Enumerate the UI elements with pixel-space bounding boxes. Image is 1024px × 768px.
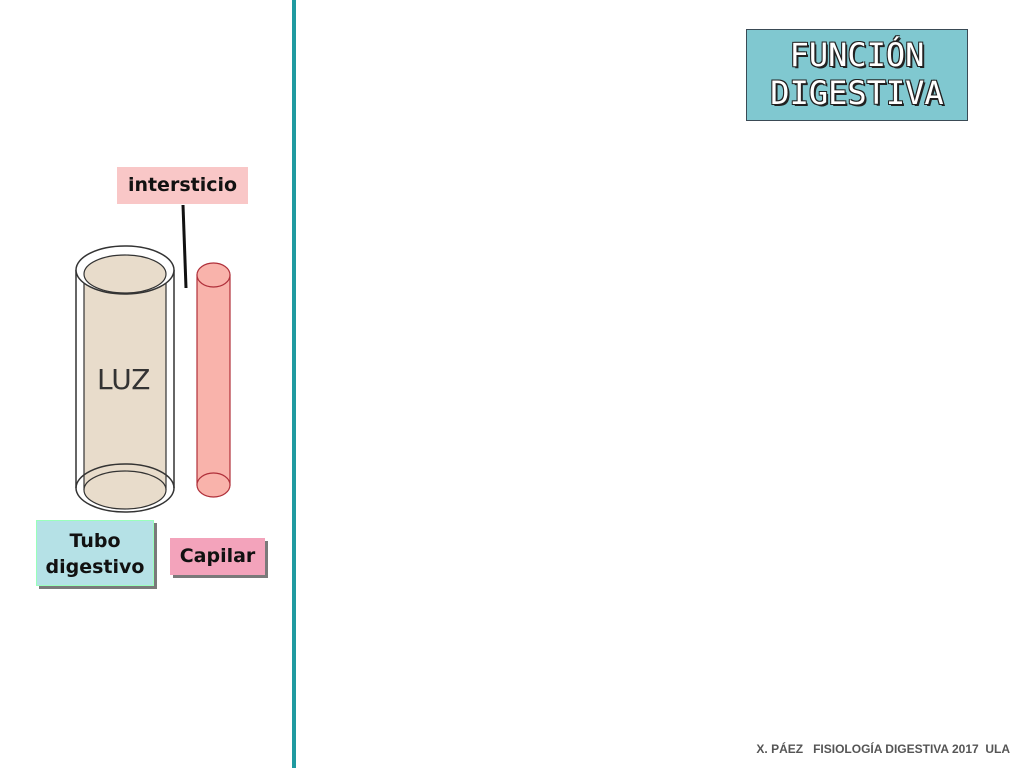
luz-label: LUZ — [97, 363, 150, 396]
tubo-label-line-2: digestivo — [45, 556, 145, 578]
title-box: FUNCIÓN DIGESTIVA — [746, 29, 968, 121]
tubo-digestivo-label: Tubo digestivo — [36, 520, 154, 586]
intersticio-label: intersticio — [117, 167, 248, 204]
capillary-top — [196, 262, 231, 288]
footer-credit: X. PÁEZ FISIOLOGÍA DIGESTIVA 2017 ULA — [756, 742, 1010, 756]
digestive-tube — [75, 245, 175, 513]
tube-top-inner — [83, 254, 167, 294]
tube-bottom-outer — [75, 463, 175, 489]
tubo-label-line-1: Tubo — [69, 530, 121, 552]
tube-bottom-inner — [83, 470, 167, 510]
digestive-diagram: LUZ — [75, 204, 231, 513]
vertical-divider — [292, 0, 296, 768]
capillary — [196, 262, 231, 498]
tube-lumen — [84, 276, 166, 490]
title-line-1: FUNCIÓN — [789, 36, 925, 74]
title-line-2: DIGESTIVA — [770, 74, 944, 112]
capillary-bottom — [196, 472, 231, 498]
capillary-body — [196, 274, 231, 486]
capilar-label: Capilar — [170, 538, 265, 575]
intersticio-pointer — [181, 204, 188, 289]
